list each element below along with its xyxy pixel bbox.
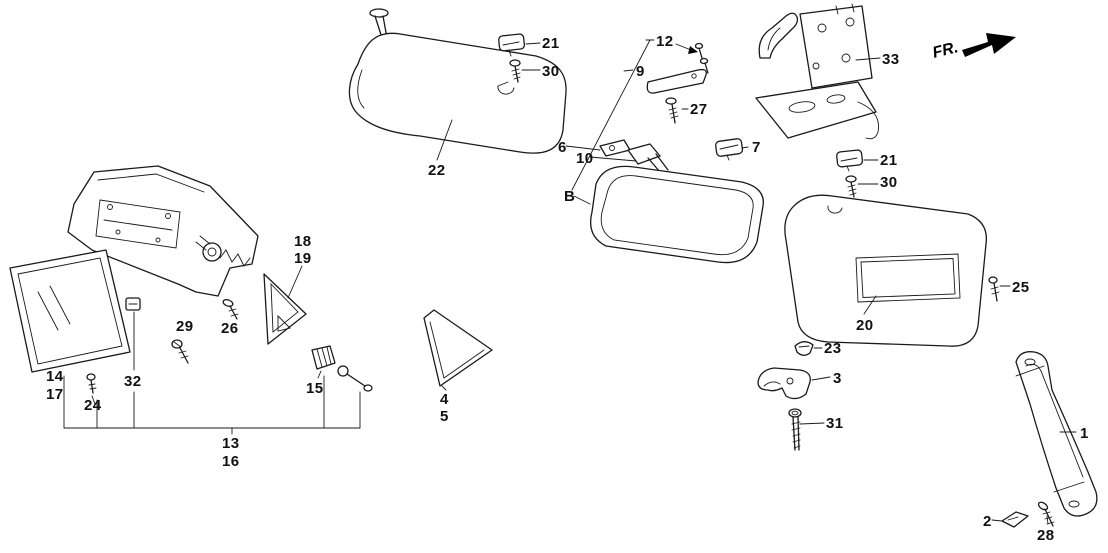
mirror-stay-parts-6-10 bbox=[599, 139, 669, 173]
screw-part-25 bbox=[988, 276, 1000, 302]
screw-part-28 bbox=[1037, 501, 1055, 527]
fr-direction-arrow: FR. bbox=[931, 33, 1016, 62]
corner-garnish-parts-4-5 bbox=[423, 309, 493, 387]
screw-part-30-top bbox=[509, 59, 521, 83]
sun-visor-left-part-22 bbox=[348, 8, 567, 154]
diagonal-leader-line bbox=[571, 39, 651, 191]
bracket-assembly-part-33 bbox=[755, 3, 880, 140]
screw-part-31 bbox=[788, 408, 802, 451]
fr-label: FR. bbox=[931, 39, 960, 62]
clip-part-7 bbox=[715, 138, 744, 161]
corner-garnish-parts-18-19 bbox=[263, 273, 307, 345]
door-mirror-housing-parts-13-16 bbox=[67, 165, 259, 297]
stay-cover-part-9 bbox=[646, 68, 707, 94]
coat-hook-part-3 bbox=[757, 367, 811, 400]
clip-part-32 bbox=[125, 297, 141, 311]
screws-part-12 bbox=[675, 42, 709, 74]
visor-holder-clip-part-21-top bbox=[498, 33, 526, 57]
knob-part-15 bbox=[311, 345, 373, 392]
sun-visor-right-part-20 bbox=[784, 194, 988, 347]
fr-arrow-icon bbox=[962, 33, 1016, 57]
clip-part-23 bbox=[794, 341, 814, 356]
leader-lines bbox=[63, 39, 1077, 525]
mirror-glass-parts-14-17 bbox=[9, 249, 131, 373]
rearview-mirror-part-b bbox=[589, 165, 764, 264]
clip-part-2 bbox=[1001, 511, 1029, 528]
grab-handle-part-1 bbox=[1015, 351, 1098, 517]
screw-part-29 bbox=[171, 339, 189, 364]
bolt-part-24 bbox=[86, 373, 97, 394]
screw-part-30-right bbox=[845, 175, 857, 198]
screw-part-27 bbox=[665, 97, 679, 124]
visor-holder-clip-part-21-right bbox=[836, 149, 864, 172]
screw-part-26 bbox=[222, 299, 239, 320]
